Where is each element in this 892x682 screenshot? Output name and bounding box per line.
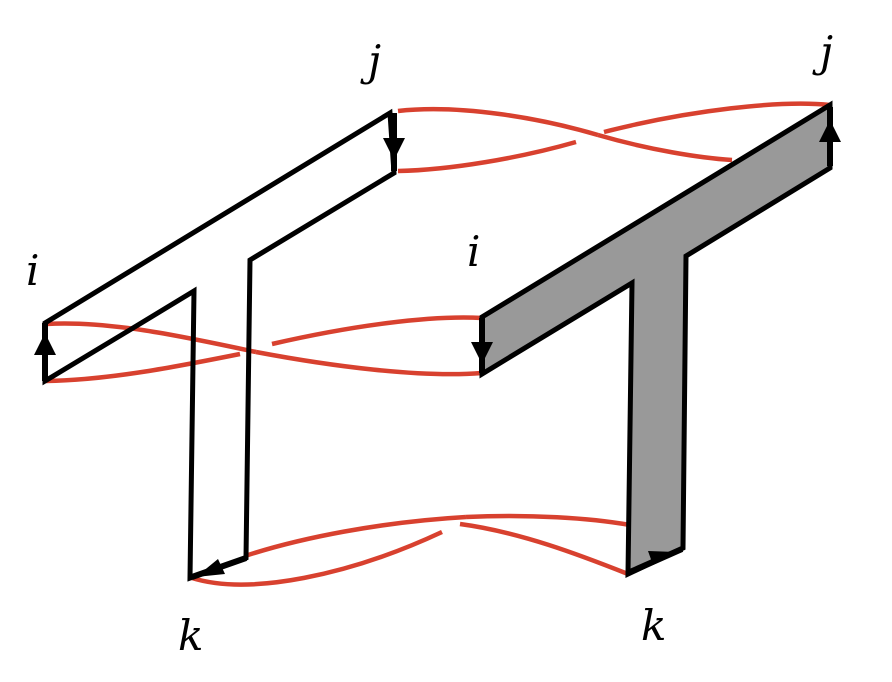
label-left-side: i [26, 246, 39, 295]
left-arrow-j-icon [383, 138, 405, 160]
label-right-bottom: k [641, 601, 666, 650]
label-left-top: j [360, 36, 381, 85]
left-arrow-k-icon [196, 559, 225, 577]
strand-top-upper-b [597, 132, 733, 163]
strand-bot-upper-b [465, 513, 631, 528]
strand-mid-upper-b [255, 349, 483, 377]
right-arrow-k-icon [648, 551, 676, 565]
strand-mid-lower-a [45, 351, 241, 384]
labels: j i k j i k [26, 27, 833, 660]
right-arrow-j-icon [819, 120, 841, 142]
strand-bot-lower-b [459, 521, 629, 577]
strand-top-lower-b [603, 101, 831, 135]
label-left-bottom: k [178, 611, 203, 660]
strand-top-lower-a [397, 139, 577, 174]
label-right-top: j [812, 27, 833, 76]
strand-top-upper-a [397, 106, 599, 138]
left-ribbon [34, 108, 405, 582]
strand-bot-upper-a [244, 514, 467, 559]
right-ribbon [471, 100, 841, 578]
strand-mid-upper-a [45, 321, 257, 355]
label-right-side: i [467, 227, 480, 276]
right-ribbon-shape [479, 100, 833, 578]
strand-bot-lower-a [191, 529, 443, 587]
right-arrow-i-icon [471, 342, 493, 364]
strands [45, 101, 831, 587]
left-arrow-i-icon [34, 333, 56, 355]
strand-mid-lower-b [271, 315, 483, 347]
